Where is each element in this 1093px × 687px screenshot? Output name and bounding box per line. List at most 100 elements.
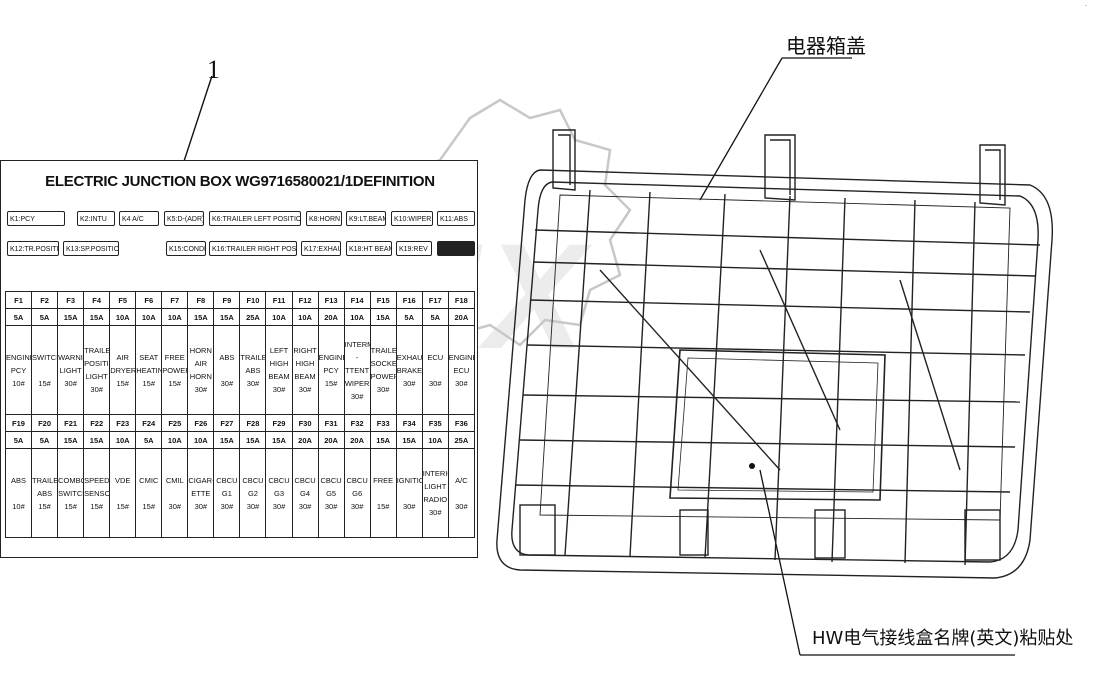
fuse-description-line: ABS [11, 475, 27, 485]
fuse-description-line [111, 487, 135, 500]
fuse-description: TRAILERPOSITIONLIGHT30# [83, 325, 111, 415]
fuse-description-line: SEAT [139, 352, 159, 362]
fuse-description: SEATHEATING15# [135, 325, 163, 415]
leader-line-sticker [759, 469, 801, 656]
fuse-description-line: G4 [300, 488, 311, 498]
fuse-id: F4 [83, 291, 111, 309]
fuse-description-line: G2 [247, 488, 258, 498]
fuse-id: F8 [187, 291, 215, 309]
fuse-description: CMIL 30# [161, 448, 189, 538]
fuse-description-line: G6 [352, 488, 363, 498]
fuse-description-line: VDE [115, 475, 131, 485]
fuse-amperage: 15A [213, 431, 241, 449]
fuse-description-line: CMIL [165, 475, 184, 485]
relay-label: K1:PCY [7, 211, 65, 226]
fuse-amperage: 15A [83, 308, 111, 326]
fuse-amperage: 5A [421, 308, 449, 326]
fuse-description: ABS 10# [4, 448, 33, 538]
fuse-description-line [33, 364, 57, 377]
fuse-description-line: ABS [219, 352, 235, 362]
relay-label: K10:WIPER [391, 211, 433, 226]
fuse-amperage: 15A [239, 431, 267, 449]
fuse-id: F30 [291, 414, 319, 432]
fuse-id: F35 [421, 414, 449, 432]
fuse-description: ABS 30# [213, 325, 241, 415]
relay-label: K8:HORN [306, 211, 342, 226]
fuse-description-line: 30# [168, 501, 182, 511]
fuse-description-line [397, 487, 421, 500]
fuse-amperage: 15A [265, 431, 293, 449]
fuse-description: IGNITION 30# [395, 448, 423, 538]
fuse-description-line: 30# [220, 501, 234, 511]
fuse-description-line: RIGHT [293, 346, 317, 355]
fuse-description-line: POWER [370, 372, 397, 381]
fuse-id: F21 [57, 414, 85, 432]
fuse-description-line: G3 [273, 488, 284, 498]
fuse-id: F19 [4, 414, 33, 432]
fuse-description-line: 15# [376, 501, 390, 511]
fuse-amperage: 5A [31, 308, 59, 326]
fuse-description-line: COMBO [58, 475, 84, 485]
relay-label: K17:EXHAUST BRAKE [301, 241, 341, 256]
fuse-description-line: ETTE [191, 488, 211, 498]
fuse-amperage: 10A [343, 308, 371, 326]
fuse-description-line: LIGHT [85, 372, 108, 381]
fuse-id: F25 [161, 414, 189, 432]
fuse-amperage: 15A [369, 308, 397, 326]
fuse-description-line: 30# [194, 501, 208, 511]
fuse-description-line: 30# [298, 501, 312, 511]
fuse-description-line: HIGH [269, 359, 289, 368]
part-number-label: 1 [207, 55, 220, 84]
fuse-description-line: 15# [324, 378, 338, 388]
fuse-description-line: 30# [246, 501, 260, 511]
fuse-description-line: HORN [189, 346, 212, 355]
fuse-id: F6 [135, 291, 163, 309]
fuse-description: INTERIORLIGHTRADIO30# [421, 448, 449, 538]
fuse-description: TRAILERSOCKETPOWER30# [369, 325, 397, 415]
fuse-description-line: TRAILER [370, 346, 395, 355]
fuse-id: F20 [31, 414, 59, 432]
fuse-description-line: LEFT [269, 346, 289, 355]
fuse-amperage: 5A [395, 308, 423, 326]
fuse-description-line: 30# [298, 385, 312, 394]
fuse-amperage: 15A [57, 431, 85, 449]
fuse-amperage: 20A [317, 431, 345, 449]
fuse-description-line: HIGH [295, 359, 315, 368]
fuse-description-line: 30# [455, 501, 468, 511]
fuse-description-line: 15# [38, 501, 51, 511]
fuse-id: F17 [421, 291, 449, 309]
fuse-description-line: 10# [12, 501, 25, 511]
fuse-description-line: WARNING [58, 352, 83, 362]
fuse-description-line: CIGAR- [188, 475, 214, 485]
fuse-description-line: WIPER [344, 378, 370, 388]
fuse-description-line: ABS [37, 488, 53, 498]
fuse-description-line: SOCKET [370, 359, 395, 368]
fuse-description-line: 15# [168, 378, 182, 388]
fuse-id: F26 [187, 414, 215, 432]
relay-label: K4 A/C [119, 211, 159, 226]
fuse-description-line: 10# [12, 378, 25, 388]
fuse-description-line: PCY [10, 365, 27, 375]
fuse-description-line: G5 [326, 488, 337, 498]
junction-box-cover [496, 129, 1054, 579]
fuse-id: F15 [369, 291, 397, 309]
fuse-description: CMIC 15# [135, 448, 163, 538]
fuse-description-line: 30# [402, 501, 416, 511]
fuse-description-line: 30# [220, 378, 234, 388]
fuse-amperage: 10A [187, 431, 215, 449]
fuse-description: ENGINEPCY15# [317, 325, 345, 415]
fuse-description-line: 30# [90, 385, 103, 394]
fuse-description-line: G1 [221, 488, 232, 498]
fuse-amperage: 10A [421, 431, 449, 449]
fuse-description-line: HORN [189, 372, 212, 381]
fuse-amperage: 10A [291, 308, 319, 326]
fuse-description: A/C 30# [447, 448, 476, 538]
fuse-amperage: 15A [83, 431, 111, 449]
relay-label: K6:TRAILER LEFT POSITION LIGHT [209, 211, 301, 226]
fuse-description-line: IGNITION [396, 475, 421, 485]
